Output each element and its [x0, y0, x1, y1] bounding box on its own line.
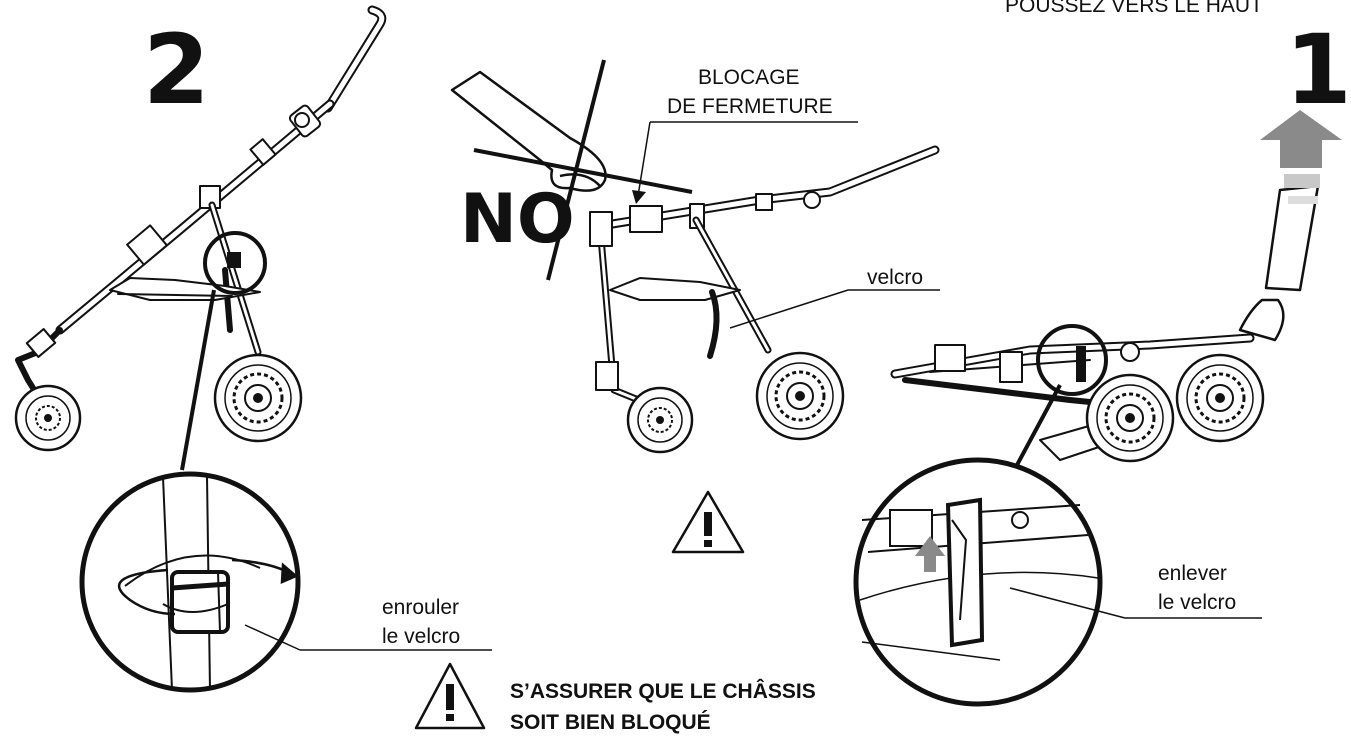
hand-prohibited [450, 70, 607, 192]
wrap-label-line1: enrouler [382, 596, 460, 619]
release-detail-ring [1036, 324, 1108, 396]
stroller-left [15, 5, 387, 415]
detail-connector-left [180, 289, 216, 471]
velcro-callout: velcro [867, 266, 924, 289]
rotation-arrow-icon [117, 558, 299, 616]
velcro-release-detail [853, 457, 1103, 707]
callout-line-wrap [244, 624, 301, 651]
velcro-strap-small [227, 252, 241, 268]
warning-text-line2: SOIT BIEN BLOQUÉ [510, 711, 711, 734]
warning-triangle-bottom-icon [414, 662, 486, 730]
prohibited-label: NO [460, 180, 575, 259]
rear-wheel-middle [755, 351, 845, 441]
velcro-wrap-detail [79, 471, 301, 693]
stroller-middle [589, 145, 940, 412]
step-number-2: 2 [143, 14, 210, 126]
callout-line-velcro [729, 289, 849, 329]
stroller-right [890, 184, 1320, 461]
release-label-line2: le velcro [1158, 591, 1237, 614]
callout-arrow-lock [632, 190, 646, 204]
front-wheel-middle [626, 386, 694, 454]
prohibit-cross-line-2 [473, 148, 693, 194]
velcro-detail-ring [203, 231, 267, 295]
release-label-line1: enlever [1158, 562, 1227, 585]
up-arrow-icon [1260, 110, 1342, 204]
lock-callout-line2: DE FERMETURE [667, 95, 833, 118]
wrap-label-line2: le velcro [382, 625, 461, 648]
step-number-1: 1 [1285, 14, 1351, 126]
lock-callout-line1: BLOCAGE [698, 66, 800, 89]
front-wheel-left [14, 384, 82, 452]
warning-triangle-icon [671, 490, 745, 554]
callout-line-lock [637, 121, 651, 197]
warning-text-line1: S’ASSURER QUE LE CHÂSSIS [510, 680, 816, 703]
detail-connector-right [1008, 384, 1062, 479]
rear-wheel-left [213, 353, 303, 443]
callout-line-release [1009, 587, 1126, 619]
velcro-strap-right [1076, 346, 1086, 382]
push-up-label: POUSSEZ VERS LE HAUT [1005, 0, 1263, 17]
rear-wheel-right-front [1175, 353, 1265, 443]
rear-wheel-right-back [1085, 373, 1175, 463]
